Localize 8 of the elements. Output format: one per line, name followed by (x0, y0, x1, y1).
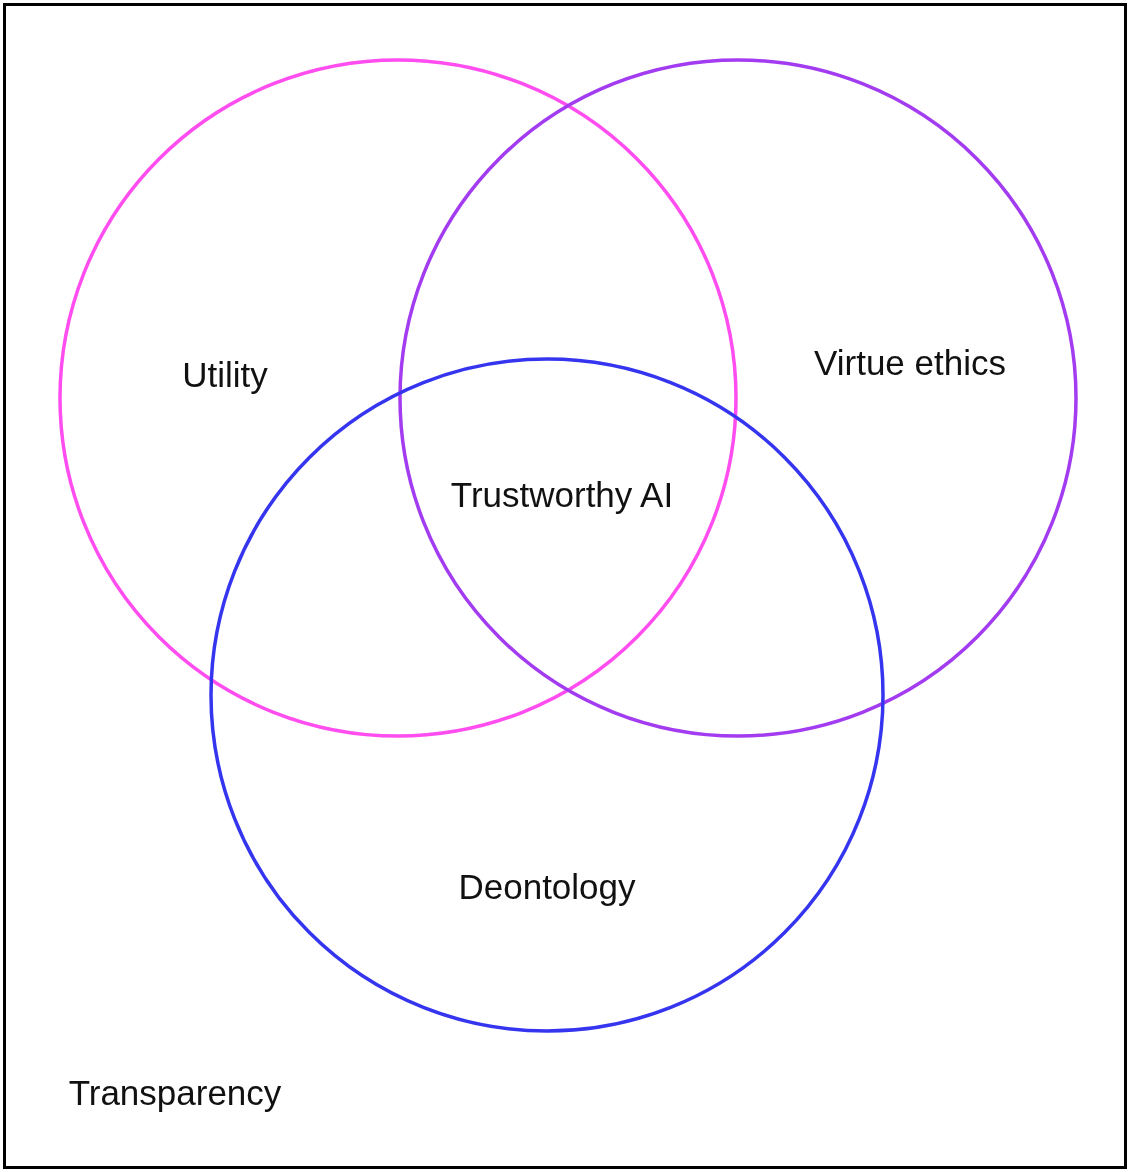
frame-label: Transparency (68, 1073, 282, 1113)
circle-label: Virtue ethics (814, 343, 1006, 383)
circle-label: Deontology (458, 867, 636, 907)
circle-label: Utility (182, 355, 268, 395)
venn-circle (398, 58, 1078, 738)
frame-box (3, 3, 1127, 1169)
intersection-label: Trustworthy AI (450, 475, 674, 515)
venn-circle (58, 58, 738, 738)
